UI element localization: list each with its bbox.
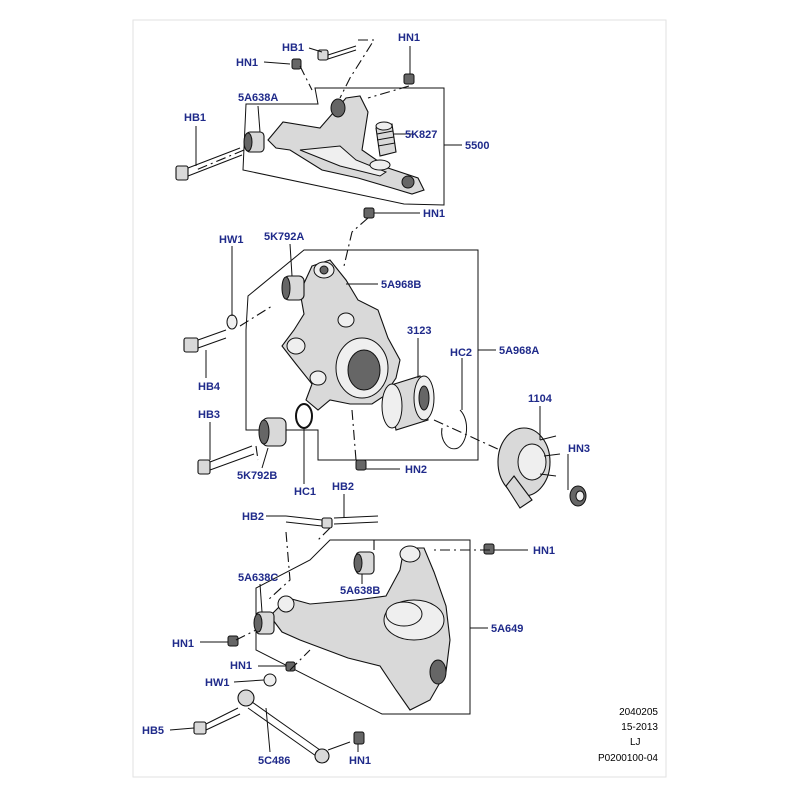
lower-arm-5a649 — [269, 545, 451, 711]
washer-hw1-b — [263, 673, 277, 687]
label-5k792a: 5K792A — [264, 231, 304, 243]
nut-hn1-g — [353, 731, 365, 745]
label-hn2: HN2 — [405, 464, 427, 476]
label-5c486: 5C486 — [258, 755, 290, 767]
link-5c486 — [237, 689, 351, 764]
label-5k792b: 5K792B — [237, 470, 277, 482]
diagram-border — [132, 19, 667, 778]
nut-hn3 — [569, 485, 587, 507]
upper-arm-5500 — [267, 95, 425, 195]
frame-5500 — [242, 87, 445, 206]
bolt-hb2-right — [333, 515, 379, 525]
nut-hn1-c — [363, 207, 375, 219]
frame-5a649 — [255, 539, 471, 715]
label-hc2: HC2 — [450, 347, 472, 359]
bump-stop-5k827 — [375, 121, 397, 157]
label-hn3: HN3 — [568, 443, 590, 455]
label-hw1-b: HW1 — [205, 677, 229, 689]
bolt-hb2-left — [285, 515, 333, 529]
bolt-hb3 — [197, 445, 255, 475]
circlip-hc1 — [295, 403, 313, 429]
label-5500: 5500 — [465, 140, 489, 152]
label-hn1-a: HN1 — [236, 57, 258, 69]
label-hc1: HC1 — [294, 486, 316, 498]
label-hn1-c: HN1 — [423, 208, 445, 220]
label-hw1-a: HW1 — [219, 234, 243, 246]
washer-hw1-a — [226, 314, 238, 330]
label-hb3: HB3 — [198, 409, 220, 421]
nut-hn1-a — [291, 58, 302, 70]
knuckle-5a968b — [281, 259, 401, 411]
bush-5k792a — [281, 275, 305, 301]
label-hn1-f: HN1 — [230, 660, 252, 672]
label-5a968a: 5A968A — [499, 345, 539, 357]
bolt-hb4 — [183, 329, 227, 353]
label-5a649: 5A649 — [491, 623, 523, 635]
label-hb2-a: HB2 — [242, 511, 264, 523]
label-5a638b: 5A638B — [340, 585, 380, 597]
label-hb1-a: HB1 — [282, 42, 304, 54]
bolt-hb1-upper — [317, 45, 357, 61]
bolt-hb5 — [193, 707, 241, 735]
nut-hn1-d — [483, 543, 495, 555]
nut-hn1-e — [227, 635, 239, 647]
label-5a638c: 5A638C — [238, 572, 278, 584]
bush-5a638a — [243, 131, 265, 153]
label-hn1-d: HN1 — [533, 545, 555, 557]
label-hb4: HB4 — [198, 381, 221, 393]
label-hb1-b: HB1 — [184, 112, 206, 124]
ref-line-2: 15-2013 — [621, 722, 658, 733]
label-3123: 3123 — [407, 325, 431, 337]
label-5a968b: 5A968B — [381, 279, 421, 291]
label-hn1-e: HN1 — [172, 638, 194, 650]
ref-line-3: LJ — [630, 737, 641, 748]
nut-hn2 — [355, 459, 367, 471]
label-5a638a: 5A638A — [238, 92, 278, 104]
label-5k827: 5K827 — [405, 129, 437, 141]
label-hb2-b: HB2 — [332, 481, 354, 493]
label-leaders — [169, 46, 569, 753]
ref-line-1: 2040205 — [619, 707, 658, 718]
bush-5k792b — [258, 417, 287, 447]
ref-line-4: P0200100-04 — [598, 753, 658, 764]
bearing-3123 — [381, 375, 435, 431]
bush-5a638c — [253, 611, 275, 635]
label-hb5: HB5 — [142, 725, 164, 737]
bolt-hb1-lower — [175, 147, 243, 181]
hub-1104 — [497, 427, 561, 509]
circlip-hc2 — [441, 409, 467, 450]
bush-5a638b — [353, 551, 375, 575]
nut-hn1-b — [403, 73, 415, 85]
label-1104: 1104 — [528, 393, 553, 405]
label-hn1-b: HN1 — [398, 32, 420, 44]
label-hn1-g: HN1 — [349, 755, 371, 767]
